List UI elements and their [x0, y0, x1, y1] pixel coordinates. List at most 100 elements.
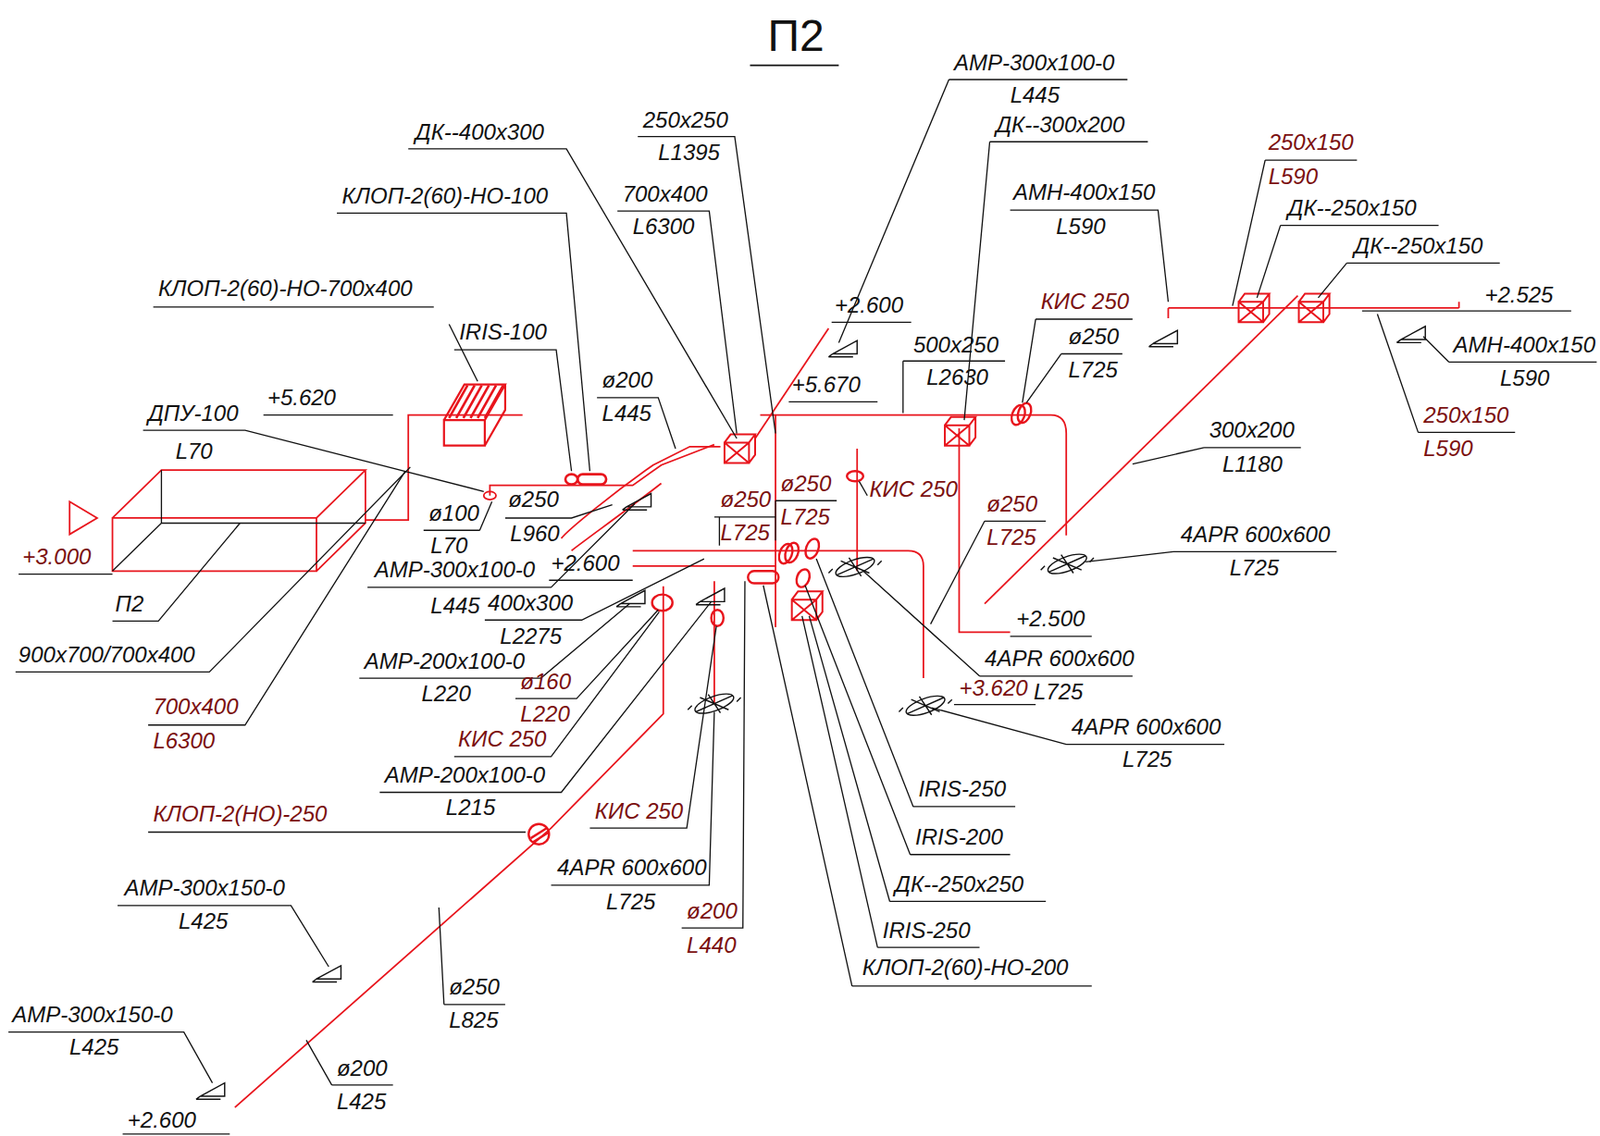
callout-label: 300x200 [1209, 419, 1295, 442]
drawing-line [336, 212, 590, 472]
callout-label: +3.000 [22, 545, 91, 569]
callout-label: +5.620 [267, 386, 336, 410]
drawing-line [589, 626, 717, 829]
drawing-line [954, 704, 1036, 706]
drawing-line [760, 415, 1067, 536]
callout-label: L725 [781, 506, 831, 529]
drawing-line [1015, 401, 1034, 425]
drawing-line [454, 611, 660, 757]
drawing-line [1041, 550, 1094, 579]
drawing-line [898, 692, 952, 720]
drawing-line [312, 966, 342, 983]
callout-label: КЛОП-2(60)-НО-100 [341, 185, 548, 208]
drawing-line [548, 580, 633, 582]
drawing-line [747, 570, 779, 583]
callout-label: L725 [986, 526, 1036, 549]
callout-label: КИС 250 [595, 800, 683, 823]
callout-label: АМН-400x150 [1013, 181, 1155, 204]
callout-label: L6300 [632, 215, 695, 238]
callout-label: ø200 [602, 369, 654, 392]
callout-label: КЛОП-2(60)-НО-700x400 [158, 277, 413, 300]
callout-label: IRIS-250 [917, 778, 1006, 801]
callout-label: L590 [1268, 165, 1318, 188]
drawing-line [565, 474, 578, 485]
drawing-line [448, 385, 503, 419]
drawing-line [1362, 310, 1572, 312]
callout-label: IRIS-250 [882, 919, 971, 943]
drawing-line [306, 1040, 394, 1086]
drawing-line [148, 471, 406, 725]
callout-label: L425 [336, 1091, 386, 1114]
drawing-line [984, 296, 1298, 605]
drawing-line [622, 494, 652, 511]
callout-label: L725 [1068, 359, 1118, 382]
callout-label: L425 [69, 1036, 119, 1059]
callout-label: ø100 [428, 502, 480, 525]
callout-label: L445 [602, 402, 652, 425]
callout-label: IRIS-100 [458, 321, 547, 344]
callout-label: 4APR 600x600 [1180, 523, 1330, 546]
drawing-line [263, 414, 394, 416]
callout-label: L725 [1229, 557, 1279, 580]
drawing-line [931, 707, 1225, 745]
drawing-line [944, 417, 976, 447]
drawing-line [793, 567, 812, 589]
callout-label: L2630 [926, 366, 989, 389]
callout-label: L445 [430, 595, 480, 618]
drawing-line [148, 831, 526, 833]
drawing-line [637, 136, 776, 435]
drawing-line [112, 470, 366, 571]
callout-label: ø250 [986, 493, 1038, 516]
drawing-line [15, 467, 411, 673]
callout-label: L1395 [657, 141, 720, 164]
callout-label: 4APR 600x600 [1071, 716, 1221, 739]
callout-label: АМР-300x150-0 [124, 877, 286, 900]
drawing-line [617, 210, 737, 434]
drawing-line [112, 470, 366, 571]
drawing-line [1167, 307, 1459, 310]
drawing-line [528, 401, 1034, 845]
callout-label: КИС 250 [458, 728, 546, 751]
drawing-line [632, 565, 776, 568]
drawing-line [1022, 319, 1133, 403]
drawing-line [1010, 210, 1169, 302]
drawing-line [828, 340, 857, 358]
callout-label: 400x300 [487, 592, 573, 615]
callout-label: 250x150 [1423, 404, 1509, 427]
callout-label: АМН-400x150 [1453, 334, 1596, 357]
drawing-line [454, 349, 572, 472]
drawing-line [788, 401, 878, 403]
callout-label: +2.525 [1484, 284, 1553, 307]
callout-label: 250x250 [643, 109, 729, 132]
callout-label: L725 [719, 521, 769, 545]
drawing-line [423, 501, 493, 531]
callout-label: ø200 [336, 1057, 388, 1080]
drawing-line [1085, 551, 1337, 562]
drawing-line [803, 536, 822, 560]
drawing-line [359, 604, 630, 679]
drawing-line [117, 905, 329, 968]
drawing-line [515, 609, 658, 699]
drawing-line [8, 79, 1597, 1135]
drawing-line [828, 553, 881, 582]
callout-label: L960 [509, 522, 559, 546]
callout-label: L70 [175, 440, 213, 463]
callout-label: +5.670 [792, 373, 861, 397]
drawing-line [18, 573, 112, 575]
drawing-line [805, 585, 1011, 856]
drawing-line [763, 585, 1092, 987]
drawing-line [69, 501, 98, 534]
callout-label: ø250 [508, 488, 559, 511]
drawing-line [1376, 314, 1515, 434]
drawing-line [1232, 160, 1357, 307]
callout-label: 700x400 [622, 183, 708, 206]
drawing-line [855, 448, 858, 571]
callout-label: ДПУ-100 [148, 402, 239, 425]
drawing-line [551, 711, 715, 885]
drawing-line [561, 446, 721, 551]
callout-label: L70 [430, 534, 468, 558]
drawing-line [652, 595, 673, 612]
drawing-line [711, 609, 724, 627]
drawing-line [235, 586, 664, 1108]
drawing-line [714, 517, 776, 546]
